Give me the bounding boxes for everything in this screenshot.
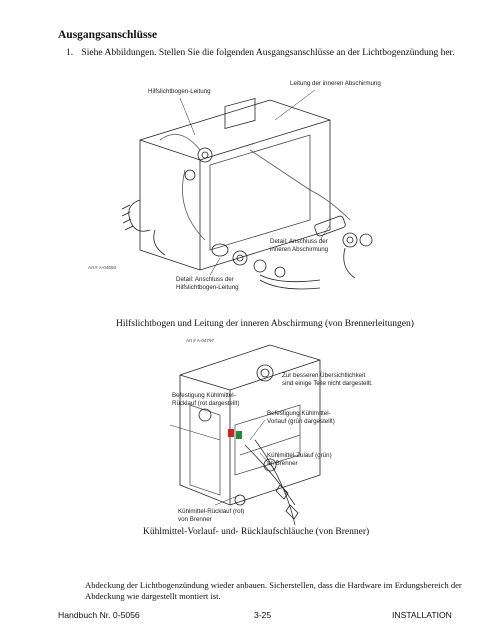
label-detail-pilot: Detail: Anschluss der Hilfslichtbogen-Le…	[176, 276, 239, 291]
figure1-art-number: Art # A-04693	[88, 265, 117, 270]
label-coolant-return-clamp: Befestigung Kühlmittel-Rücklauf (rot dar…	[172, 392, 240, 407]
pilot-lead-connector	[211, 243, 321, 290]
figure1-illustration	[121, 89, 373, 290]
figure2-art-number: Art # A-04797	[186, 338, 215, 343]
figure2-caption: Kühlmittel-Vorlauf- und- Rücklaufschläuc…	[143, 527, 370, 537]
figure1-caption: Hilfslichtbogen und Leitung der inneren …	[116, 319, 414, 329]
footer-page-number: 3-25	[254, 610, 272, 620]
step-number: 1.	[66, 48, 74, 58]
label-coolant-supply: Kühlmittel-Zulauf (grün) an Brenner	[267, 452, 332, 467]
label-coolant-return: Kühlmittel-Rücklauf (rot) von Brenner	[178, 508, 245, 523]
label-inner-shield-lead: Leitung der inneren Abschirmung	[290, 80, 381, 87]
section-heading: Ausgangsanschlüsse	[58, 29, 158, 41]
footer-manual-number: Handbuch Nr. 0-5056	[58, 610, 140, 620]
footer-section: INSTALLATION	[392, 610, 452, 620]
label-detail-inner-shield: Detail: Anschluss der inneren Abschirmun…	[270, 238, 329, 253]
step-1: 1. Siehe Abbildungen. Stellen Sie die fo…	[66, 48, 466, 58]
coolant-return-fitting	[228, 429, 234, 437]
inner-shield-connector	[314, 215, 373, 279]
arc-starter-chassis	[139, 99, 331, 271]
arc-starter-housing	[179, 344, 321, 506]
label-coolant-supply-clamp: Befestigung Kühlmittel-Vorlauf (grün dar…	[267, 410, 335, 425]
closing-text: Abdeckung der Lichtbogenzündung wieder a…	[85, 580, 462, 601]
label-visibility-note: Zur besseren Übersichtlichkeit sind eini…	[282, 372, 373, 387]
figure2-illustration	[169, 344, 321, 526]
label-pilot-lead: Hilfslichtbogen-Leitung	[148, 88, 211, 95]
step-text: Siehe Abbildungen. Stellen Sie die folge…	[81, 48, 455, 58]
coolant-supply-fitting	[236, 431, 242, 439]
